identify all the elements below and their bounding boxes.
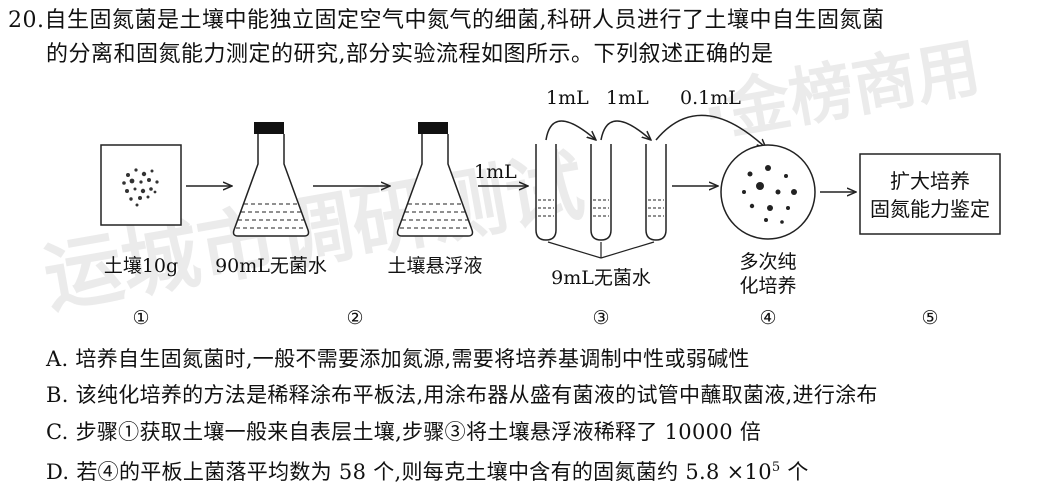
flask-sterile-water	[232, 122, 310, 237]
culture-identification-box: 扩大培养 固氮能力鉴定	[859, 153, 1001, 235]
transfer-arrow-2	[600, 120, 651, 140]
option-d-suffix: 个	[780, 460, 809, 484]
tube-transfer-label-3: 0.1mL	[680, 87, 741, 109]
step-4-number: ④	[759, 307, 776, 329]
step-2-number: ②	[346, 307, 363, 329]
plate-label-2: 化培养	[739, 275, 796, 297]
test-tube-3	[645, 144, 667, 241]
tubes-water-label: 9mL无菌水	[551, 267, 651, 289]
soil-sample	[100, 144, 182, 226]
tube-transfer-label-1: 1mL	[546, 87, 589, 109]
option-a: A. 培养自生固氮菌时,一般不需要添加氮源,需要将培养基调制中性或弱碱性	[46, 347, 750, 371]
test-tube-1	[535, 144, 557, 241]
option-d: D. 若④的平板上菌落平均数为 58 个,则每克土壤中含有的固氮菌约 5.8 ×…	[46, 454, 809, 486]
box-text-line-2: 固氮能力鉴定	[870, 197, 990, 221]
transfer-arrow-1	[545, 120, 596, 140]
tube-transfer-label-2: 1mL	[606, 87, 649, 109]
question-number: 20.	[8, 8, 45, 33]
petri-plate	[720, 144, 816, 240]
soil-label: 土壤10g	[104, 255, 178, 277]
experiment-diagram: 1mL 1mL 1mL 0.1mL	[100, 87, 1001, 329]
flask-suspension-label: 土壤悬浮液	[387, 255, 482, 277]
option-c: C. 步骤①获取土壤一般来自表层土壤,步骤③将土壤悬浮液稀释了 10000 倍	[46, 420, 762, 444]
option-b: B. 该纯化培养的方法是稀释涂布平板法,用涂布器从盛有菌液的试管中蘸取菌液,进行…	[46, 383, 878, 407]
flask-water-label: 90mL无菌水	[215, 255, 327, 277]
step-3-number: ③	[592, 307, 609, 329]
flask-soil-suspension	[396, 122, 474, 237]
transfer-arrow-3	[655, 114, 766, 148]
question-text-1: 自生固氮菌是土壤中能独立固定空气中氮气的细菌,科研人员进行了土壤中自生固氮菌	[44, 8, 885, 33]
option-d-text: D. 若④的平板上菌落平均数为 58 个,则每克土壤中含有的固氮菌约 5.8 ×…	[46, 460, 772, 484]
transfer-volume-label: 1mL	[474, 161, 517, 183]
step-5-number: ⑤	[921, 307, 938, 329]
step-1-number: ①	[132, 307, 149, 329]
option-d-exponent: 5	[771, 460, 781, 475]
box-text-line-1: 扩大培养	[890, 169, 970, 193]
test-tube-2	[590, 144, 612, 241]
tubes-bracket	[547, 241, 655, 259]
question-text-2: 的分离和固氮能力测定的研究,部分实验流程如图所示。下列叙述正确的是	[46, 42, 774, 67]
question-line-2: 的分离和固氮能力测定的研究,部分实验流程如图所示。下列叙述正确的是	[46, 40, 774, 70]
question-line-1: 20.自生固氮菌是土壤中能独立固定空气中氮气的细菌,科研人员进行了土壤中自生固氮…	[8, 6, 885, 36]
plate-label-1: 多次纯	[739, 251, 796, 273]
